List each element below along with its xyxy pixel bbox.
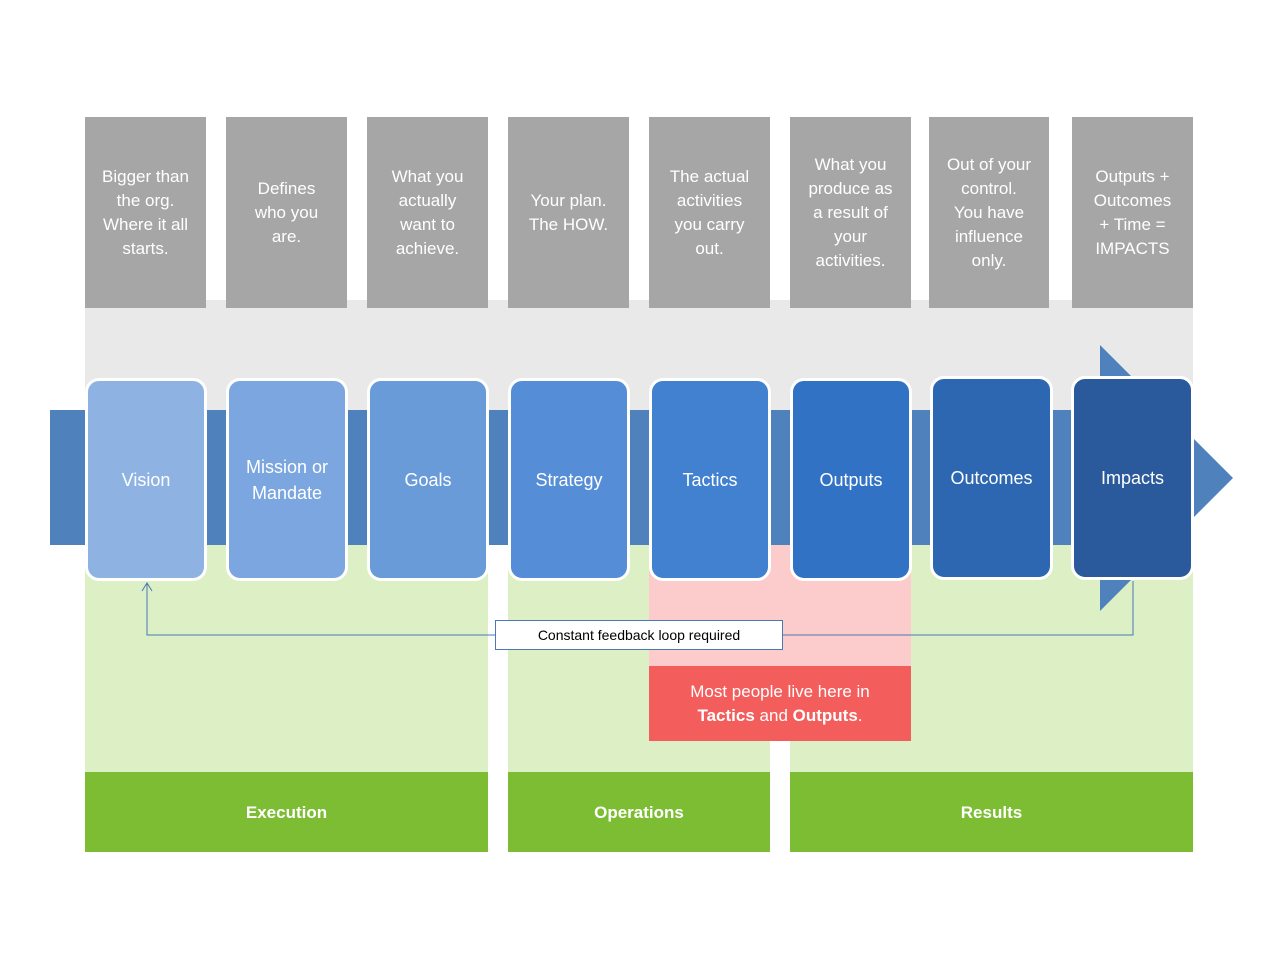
stage-vision: Vision [85,378,207,581]
tactics-description: The actual activities you carry out. [649,117,770,308]
feedback-loop-label: Constant feedback loop required [495,620,783,650]
callout-bold-outputs: Outputs [792,706,858,725]
outcomes-description: Out of your control. You have influence … [929,117,1049,308]
stage-impacts: Impacts [1071,376,1194,580]
results-title: Results [960,803,1023,822]
execution-title: Execution [245,803,328,822]
stage-strategy: Strategy [508,378,630,581]
execution-group: Execution Executive part of organization… [85,772,488,894]
results-group: Results [790,772,1193,852]
stage-outputs: Outputs [790,378,912,581]
stage-mission: Mission or Mandate [226,378,348,581]
callout-text-end: . [857,706,863,725]
execution-background [85,545,488,775]
mission-description: Defines who you are. [226,117,347,308]
goals-description: What you actually want to achieve. [367,117,488,308]
callout-text-start: Most people live here in [690,682,870,701]
tactics-outputs-callout: Most people live here in Tactics and Out… [649,666,911,741]
stage-outcomes: Outcomes [930,376,1053,580]
operations-group: Operations [508,772,770,852]
outputs-description: What you produce as a result of your act… [790,117,911,308]
callout-bold-tactics: Tactics [697,706,755,725]
execution-text: Executive part of organization. Determin… [172,851,401,894]
feedback-loop-arrowhead [141,582,153,592]
callout-text-middle: and [754,706,793,725]
vision-description: Bigger than the org. Where it all starts… [85,117,206,308]
stage-tactics: Tactics [649,378,771,581]
stage-goals: Goals [367,378,489,581]
operations-title: Operations [594,803,684,822]
impacts-description: Outputs + Outcomes + Time = IMPACTS [1072,117,1193,308]
strategy-description: Your plan. The HOW. [508,117,629,308]
